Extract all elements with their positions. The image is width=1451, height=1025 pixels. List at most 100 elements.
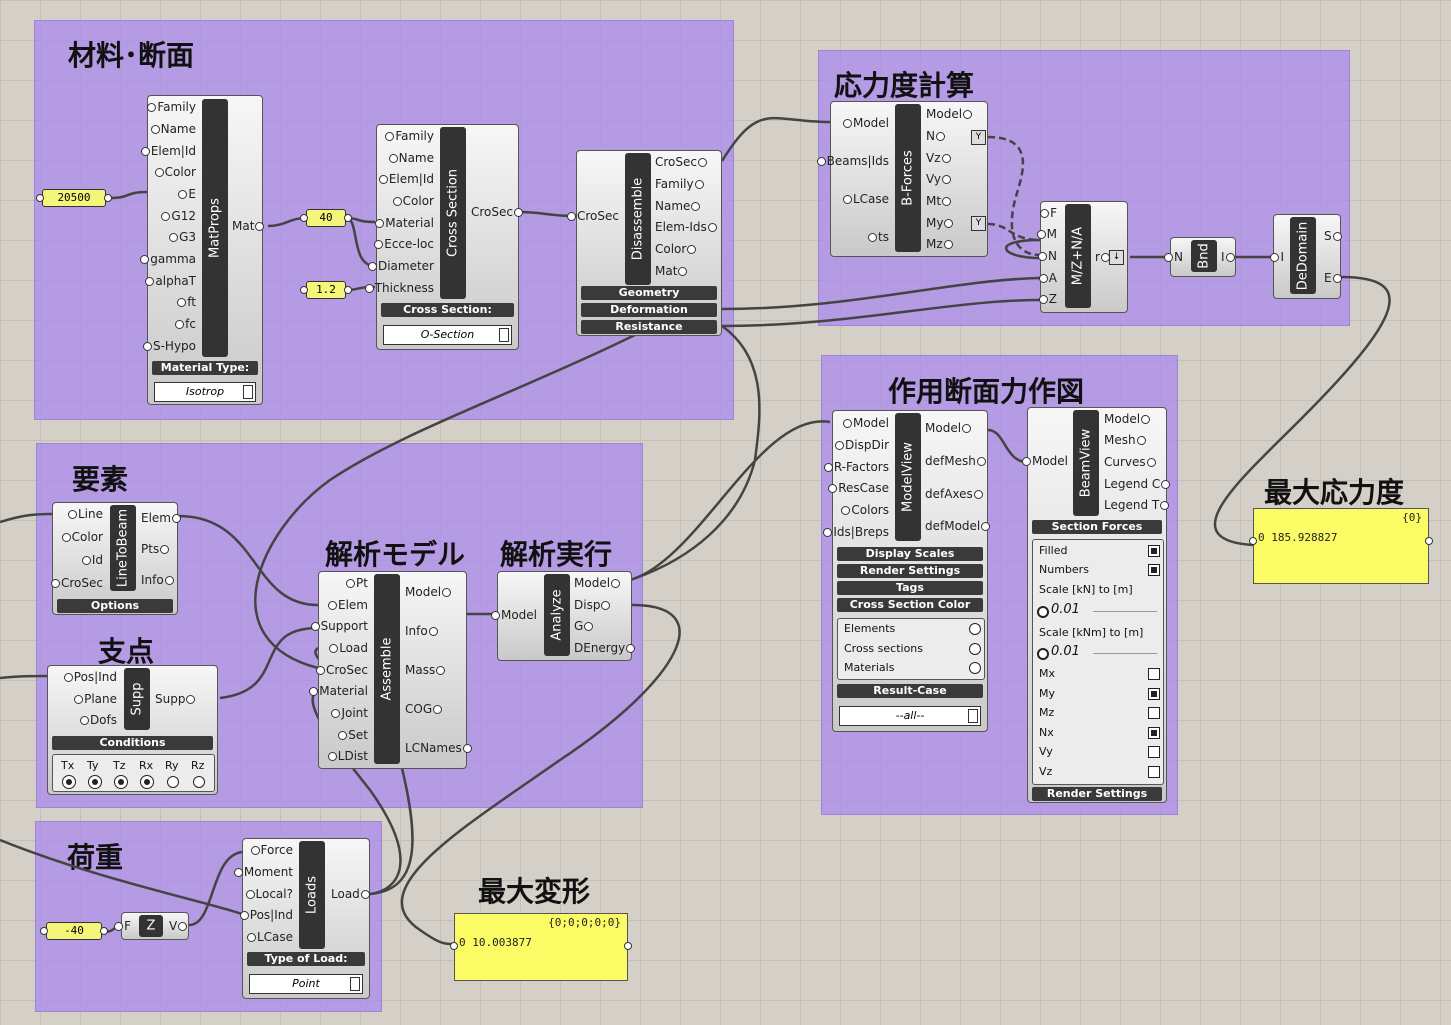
disassemble-bar-geometry[interactable]: Geometry [581, 286, 717, 300]
assemble-out-2[interactable]: Mass [405, 663, 446, 677]
crosssection-in-2[interactable]: Elem|Id [378, 172, 434, 186]
disassemble-out-2[interactable]: Name [655, 199, 701, 213]
option-elements-radio[interactable] [969, 623, 981, 635]
linetobeam-in-0[interactable]: Line [67, 507, 103, 521]
scale-kn-track[interactable] [1093, 611, 1157, 612]
modelview-dropdown[interactable]: --all-- [839, 706, 981, 726]
modelview-out-2[interactable]: defAxes [925, 487, 983, 501]
matprops-in-3[interactable]: Color [154, 165, 196, 179]
force-my-checkbox[interactable] [1148, 688, 1160, 700]
crosssection-in-5[interactable]: Ecce-loc [374, 237, 434, 251]
bforces-core[interactable]: B-Forces [895, 104, 921, 252]
scale-knm-knob[interactable] [1037, 648, 1049, 660]
modelview-in-2[interactable]: R-Factors [823, 460, 889, 474]
dedomain-component[interactable]: DeDomain I S E [1271, 214, 1341, 299]
beamview-bar-render-settings[interactable]: Render Settings [1032, 787, 1162, 801]
dof-ry-toggle[interactable] [167, 776, 179, 788]
bforces-out-5[interactable]: My [926, 216, 955, 230]
unit-z-core[interactable]: Z [139, 915, 163, 937]
mzna-component[interactable]: M/Z+N/A F M N A Z r ↓ [1036, 201, 1128, 313]
linetobeam-core[interactable]: LineToBeam [110, 505, 136, 591]
e-slider[interactable]: 20500 [36, 189, 112, 207]
modelview-out-0[interactable]: Model [925, 421, 972, 435]
modelview-bar-cross-section-color[interactable]: Cross Section Color [837, 598, 983, 612]
assemble-in-6[interactable]: Joint [331, 706, 368, 720]
option-materials-radio[interactable] [969, 662, 981, 674]
supp-in-1[interactable]: Plane [74, 692, 117, 706]
crosssection-out[interactable]: CroSec [471, 205, 523, 219]
loads-core[interactable]: Loads [299, 841, 325, 949]
disassemble-out-4[interactable]: Color [655, 242, 697, 256]
assemble-in-7[interactable]: Set [338, 728, 368, 742]
matprops-in-4[interactable]: E [178, 187, 196, 201]
loads-in-3[interactable]: Pos|Ind [239, 908, 293, 922]
disassemble-out-1[interactable]: Family [655, 177, 704, 191]
force-vy-checkbox[interactable] [1148, 746, 1160, 758]
beamview-out-2[interactable]: Curves [1104, 455, 1156, 469]
matprops-in-11[interactable]: S-Hypo [142, 339, 196, 353]
linetobeam-in-1[interactable]: Color [61, 530, 103, 544]
filled-checkbox[interactable] [1148, 545, 1160, 557]
assemble-component[interactable]: Assemble Pt Elem Support Load CroSec Mat… [309, 571, 472, 769]
max-stress-panel[interactable]: {0} 0 185.928827 [1249, 508, 1433, 584]
crosssection-in-3[interactable]: Color [392, 194, 434, 208]
mzna-in-0[interactable]: F [1040, 206, 1057, 220]
supp-out[interactable]: Supp [155, 692, 197, 706]
modelview-component[interactable]: ModelView Model DispDir R-Factors ResCas… [823, 410, 991, 732]
analyze-core[interactable]: Analyze [544, 574, 570, 656]
bforces-out-3[interactable]: Vy [926, 172, 951, 186]
loads-in-1[interactable]: Moment [233, 865, 293, 879]
matprops-in-8[interactable]: alphaT [145, 274, 196, 288]
dof-rx-toggle[interactable] [140, 775, 154, 789]
option-cross-sections-radio[interactable] [969, 643, 981, 655]
crosssection-in-1[interactable]: Name [388, 151, 434, 165]
supp-in-2[interactable]: Dofs [79, 713, 117, 727]
crosssection-core[interactable]: Cross Section [440, 127, 466, 299]
mzna-in-3[interactable]: A [1038, 271, 1057, 285]
beamview-core[interactable]: BeamView [1073, 410, 1099, 516]
dof-tx-toggle[interactable] [62, 775, 76, 789]
beamview-component[interactable]: BeamView Model Model Mesh Curves Legend … [1021, 407, 1171, 803]
loads-in-0[interactable]: Force [250, 843, 293, 857]
assemble-out-0[interactable]: Model [405, 585, 452, 599]
modelview-in-4[interactable]: Colors [841, 503, 889, 517]
force-vz-checkbox[interactable] [1148, 766, 1160, 778]
dedomain-out-s[interactable]: S [1324, 229, 1341, 243]
assemble-out-1[interactable]: Info [405, 624, 438, 638]
bforces-in-0[interactable]: Model [842, 116, 889, 130]
beamview-out-3[interactable]: Legend C [1104, 477, 1171, 491]
mzna-out[interactable]: r [1095, 250, 1110, 264]
disassemble-bar-resistance[interactable]: Resistance [581, 320, 717, 334]
linetobeam-out-1[interactable]: Pts [141, 542, 170, 556]
matprops-dropdown[interactable]: Isotrop [154, 382, 256, 402]
disassemble-out-0[interactable]: CroSec [655, 155, 707, 169]
modelview-in-0[interactable]: Model [842, 416, 889, 430]
matprops-in-2[interactable]: Elem|Id [140, 144, 196, 158]
dedomain-in[interactable]: I [1271, 250, 1284, 264]
beamview-bar-section-forces[interactable]: Section Forces [1032, 520, 1162, 534]
mzna-in-4[interactable]: Z [1038, 292, 1057, 306]
matprops-bar[interactable]: Material Type: [152, 361, 258, 375]
linetobeam-in-2[interactable]: Id [81, 553, 103, 567]
analyze-out-0[interactable]: Model [574, 576, 621, 590]
matprops-in-5[interactable]: G12 [161, 209, 196, 223]
analyze-out-2[interactable]: G [574, 619, 594, 633]
unit-z-in[interactable]: F [114, 919, 131, 933]
assemble-in-3[interactable]: Load [329, 641, 368, 655]
bnd-core[interactable]: Bnd [1191, 240, 1217, 272]
crosssection-in-0[interactable]: Family [385, 129, 434, 143]
loads-in-4[interactable]: LCase [246, 930, 293, 944]
beamview-out-4[interactable]: Legend T [1104, 498, 1170, 512]
supp-component[interactable]: Supp Pos|Ind Plane Dofs Supp Conditions … [47, 665, 218, 795]
mzna-in-1[interactable]: M [1036, 227, 1057, 241]
dof-ty-toggle[interactable] [88, 775, 102, 789]
linetobeam-component[interactable]: LineToBeam Line Color Id CroSec Elem Pts… [51, 502, 181, 615]
disassemble-in[interactable]: CroSec [567, 209, 619, 223]
bforces-in-1[interactable]: Beams|Ids [816, 154, 889, 168]
analyze-component[interactable]: Analyze Model Model Disp G DEnergy [490, 571, 636, 661]
loads-in-2[interactable]: Local? [245, 887, 293, 901]
assemble-in-1[interactable]: Elem [328, 598, 368, 612]
disassemble-core[interactable]: Disassemble [625, 153, 651, 285]
assemble-out-3[interactable]: COG [405, 702, 443, 716]
unit-z-component[interactable]: Z F V [114, 912, 189, 940]
